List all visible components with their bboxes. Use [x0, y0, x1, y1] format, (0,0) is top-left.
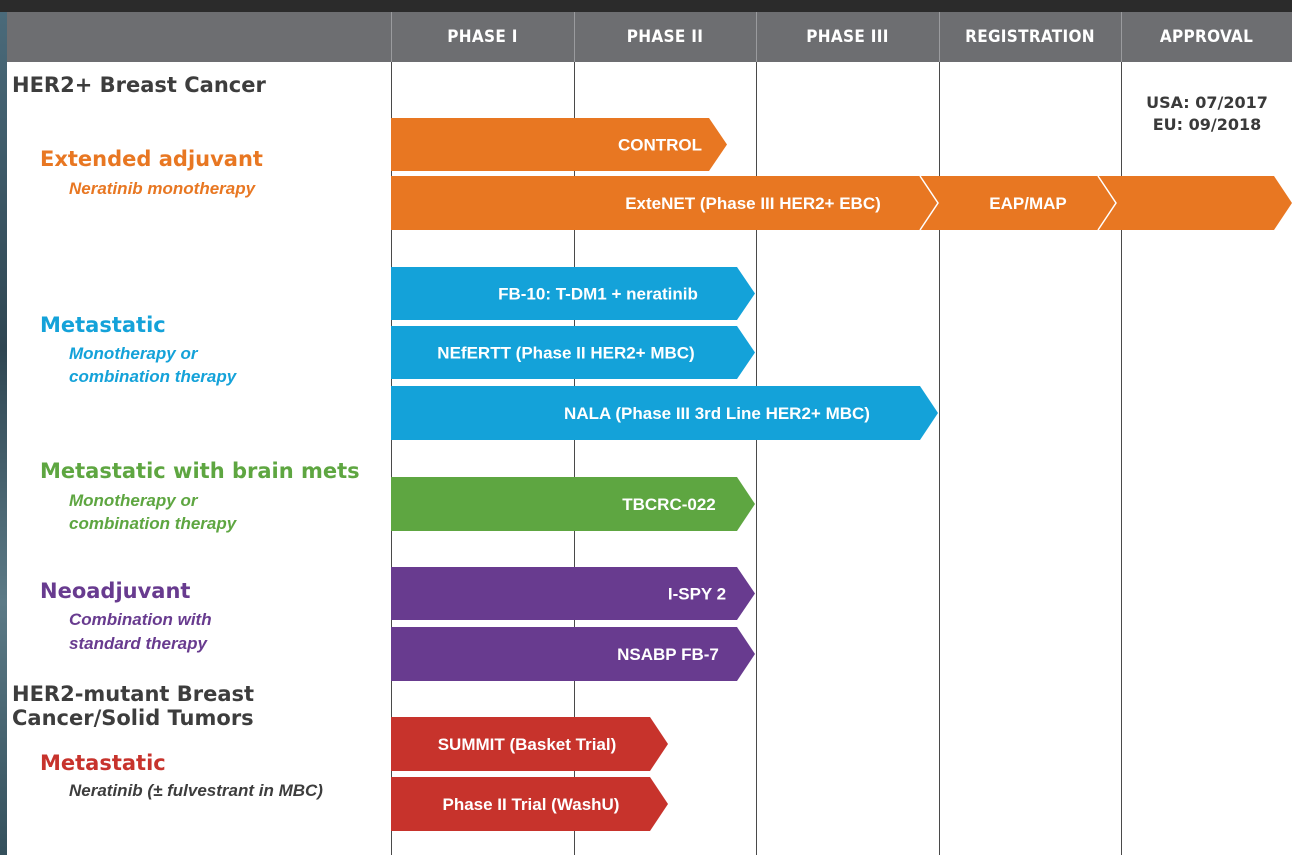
grid-line [1121, 62, 1122, 855]
category-sub-brain-mets-line1: Monotherapy or [69, 491, 198, 510]
trial-bar [391, 118, 727, 171]
category-title-brain-mets: Metastatic with brain mets [40, 459, 360, 483]
trial-bar [391, 717, 668, 771]
category-title-metastatic: Metastatic [40, 313, 166, 337]
trial-label: FB-10: T-DM1 + neratinib [498, 285, 698, 304]
approval-eu: EU: 09/2018 [1152, 115, 1262, 134]
trial-label: NSABP FB-7 [617, 645, 719, 664]
category-sub-neoadjuvant-line2: standard therapy [69, 634, 207, 653]
trial-label: SUMMIT (Basket Trial) [438, 735, 617, 754]
trial-bar [391, 176, 938, 230]
top-bar [0, 0, 1292, 12]
left-edge-decoration [0, 12, 7, 855]
trial-bar [920, 176, 1292, 230]
phase-header-phase-1: PHASE I [447, 27, 518, 47]
header-divider [1121, 12, 1122, 62]
category-sub-neoadjuvant-line1: Combination with [69, 610, 212, 629]
trial-label: Phase II Trial (WashU) [443, 795, 620, 814]
phase-header-approval: APPROVAL [1159, 27, 1254, 47]
header-divider [939, 12, 940, 62]
grid-line [756, 62, 757, 855]
chevron-separator [919, 175, 939, 231]
category-sub-metastatic-line2: combination therapy [69, 367, 237, 386]
trial-bar [391, 267, 755, 320]
grid-line [391, 62, 392, 855]
trial-label: NALA (Phase III 3rd Line HER2+ MBC) [564, 404, 870, 423]
category-sub-metastatic-line1: Monotherapy or [69, 344, 198, 363]
group-label-her2-positive: HER2+ Breast Cancer [12, 73, 266, 97]
trial-label: CONTROL [618, 136, 702, 155]
trial-bar [391, 627, 755, 681]
category-sub-brain-mets-line2: combination therapy [69, 514, 237, 533]
header-divider [574, 12, 575, 62]
approval-usa: USA: 07/2017 [1146, 93, 1268, 112]
trial-bar [391, 777, 668, 831]
grid-line [939, 62, 940, 855]
trial-label: ExteNET (Phase III HER2+ EBC) [625, 194, 881, 213]
trial-bar [391, 567, 755, 620]
grid-line [574, 62, 575, 855]
trial-bar [391, 326, 755, 379]
header-divider [756, 12, 757, 62]
category-title-mutant-metastatic: Metastatic [40, 751, 166, 775]
category-sub-mutant-metastatic: Neratinib (± fulvestrant in MBC) [69, 781, 323, 800]
phase-header-phase-3: PHASE III [806, 27, 889, 47]
header-divider [391, 12, 392, 62]
category-sub-extended-adjuvant: Neratinib monotherapy [69, 179, 256, 198]
trial-label: EAP/MAP [989, 194, 1066, 213]
group-label-her2-mutant-line1: HER2-mutant Breast [12, 682, 255, 706]
phase-header-registration: REGISTRATION [965, 27, 1095, 47]
phase-header-phase-2: PHASE II [626, 27, 704, 47]
category-title-extended-adjuvant: Extended adjuvant [40, 147, 263, 171]
chevron-separator [1097, 175, 1117, 231]
category-title-neoadjuvant: Neoadjuvant [40, 579, 191, 603]
trial-label: NEfERTT (Phase II HER2+ MBC) [437, 344, 694, 363]
phase-header [7, 12, 1292, 62]
group-label-her2-mutant-line2: Cancer/Solid Tumors [12, 706, 254, 730]
trial-label: TBCRC-022 [622, 495, 716, 514]
trial-bar [391, 477, 755, 531]
trial-label: I-SPY 2 [668, 585, 726, 604]
approval-dates: USA: 07/2017 EU: 09/2018 [1122, 92, 1292, 136]
trial-bar [391, 386, 938, 440]
